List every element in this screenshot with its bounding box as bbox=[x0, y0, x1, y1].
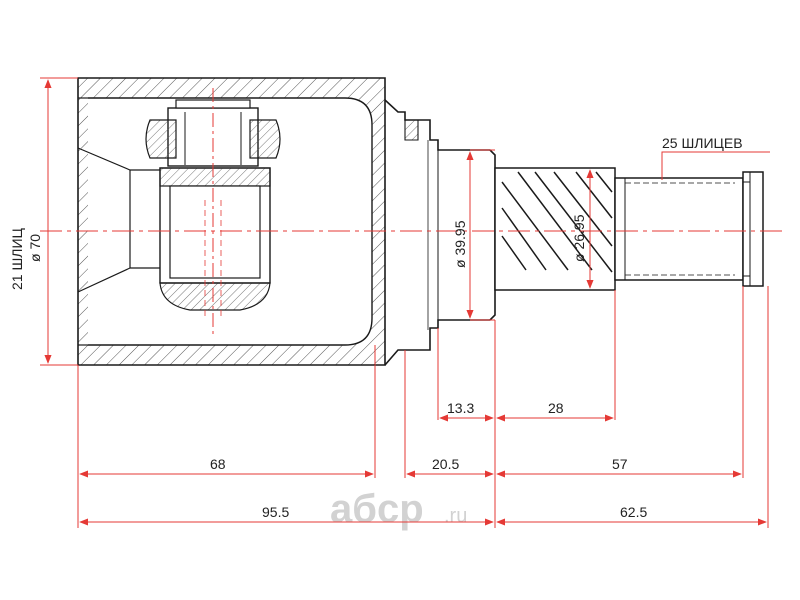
tripod-assembly bbox=[145, 88, 281, 335]
spline-stub bbox=[614, 171, 764, 287]
dim-13-3: 13.3 bbox=[447, 400, 474, 416]
dim-57: 57 bbox=[612, 456, 628, 472]
dim-95-5: 95.5 bbox=[262, 504, 289, 520]
dim-62-5: 62.5 bbox=[620, 504, 647, 520]
dimension-lines bbox=[44, 79, 770, 526]
spline-body bbox=[614, 177, 744, 281]
dim-20-5: 20.5 bbox=[432, 456, 459, 472]
hub-lower-section bbox=[159, 282, 271, 311]
helical-section bbox=[494, 167, 616, 291]
dim-28: 28 bbox=[548, 400, 564, 416]
label-dia-shaft: ø 26.95 bbox=[571, 214, 587, 262]
label-dia-body: ø 39.95 bbox=[452, 220, 468, 268]
helical-body bbox=[494, 167, 616, 291]
roller-side-left bbox=[145, 119, 177, 159]
watermark-brand: aбcp bbox=[330, 487, 424, 531]
neck-outline bbox=[384, 99, 496, 366]
watermark-tld: .ru bbox=[444, 505, 467, 527]
extension-lines bbox=[40, 77, 769, 528]
dim-68: 68 bbox=[210, 456, 226, 472]
housing-inner-outline bbox=[88, 97, 373, 346]
label-right-splines: 25 ШЛИЦЕВ bbox=[662, 135, 743, 151]
roller-side-right bbox=[249, 119, 281, 159]
neck-flange bbox=[384, 99, 496, 366]
label-left-splines: 21 ШЛИЦ bbox=[9, 227, 25, 290]
label-left-diameter: ø 70 bbox=[27, 234, 43, 262]
watermark: aбcp .ru bbox=[330, 487, 467, 531]
